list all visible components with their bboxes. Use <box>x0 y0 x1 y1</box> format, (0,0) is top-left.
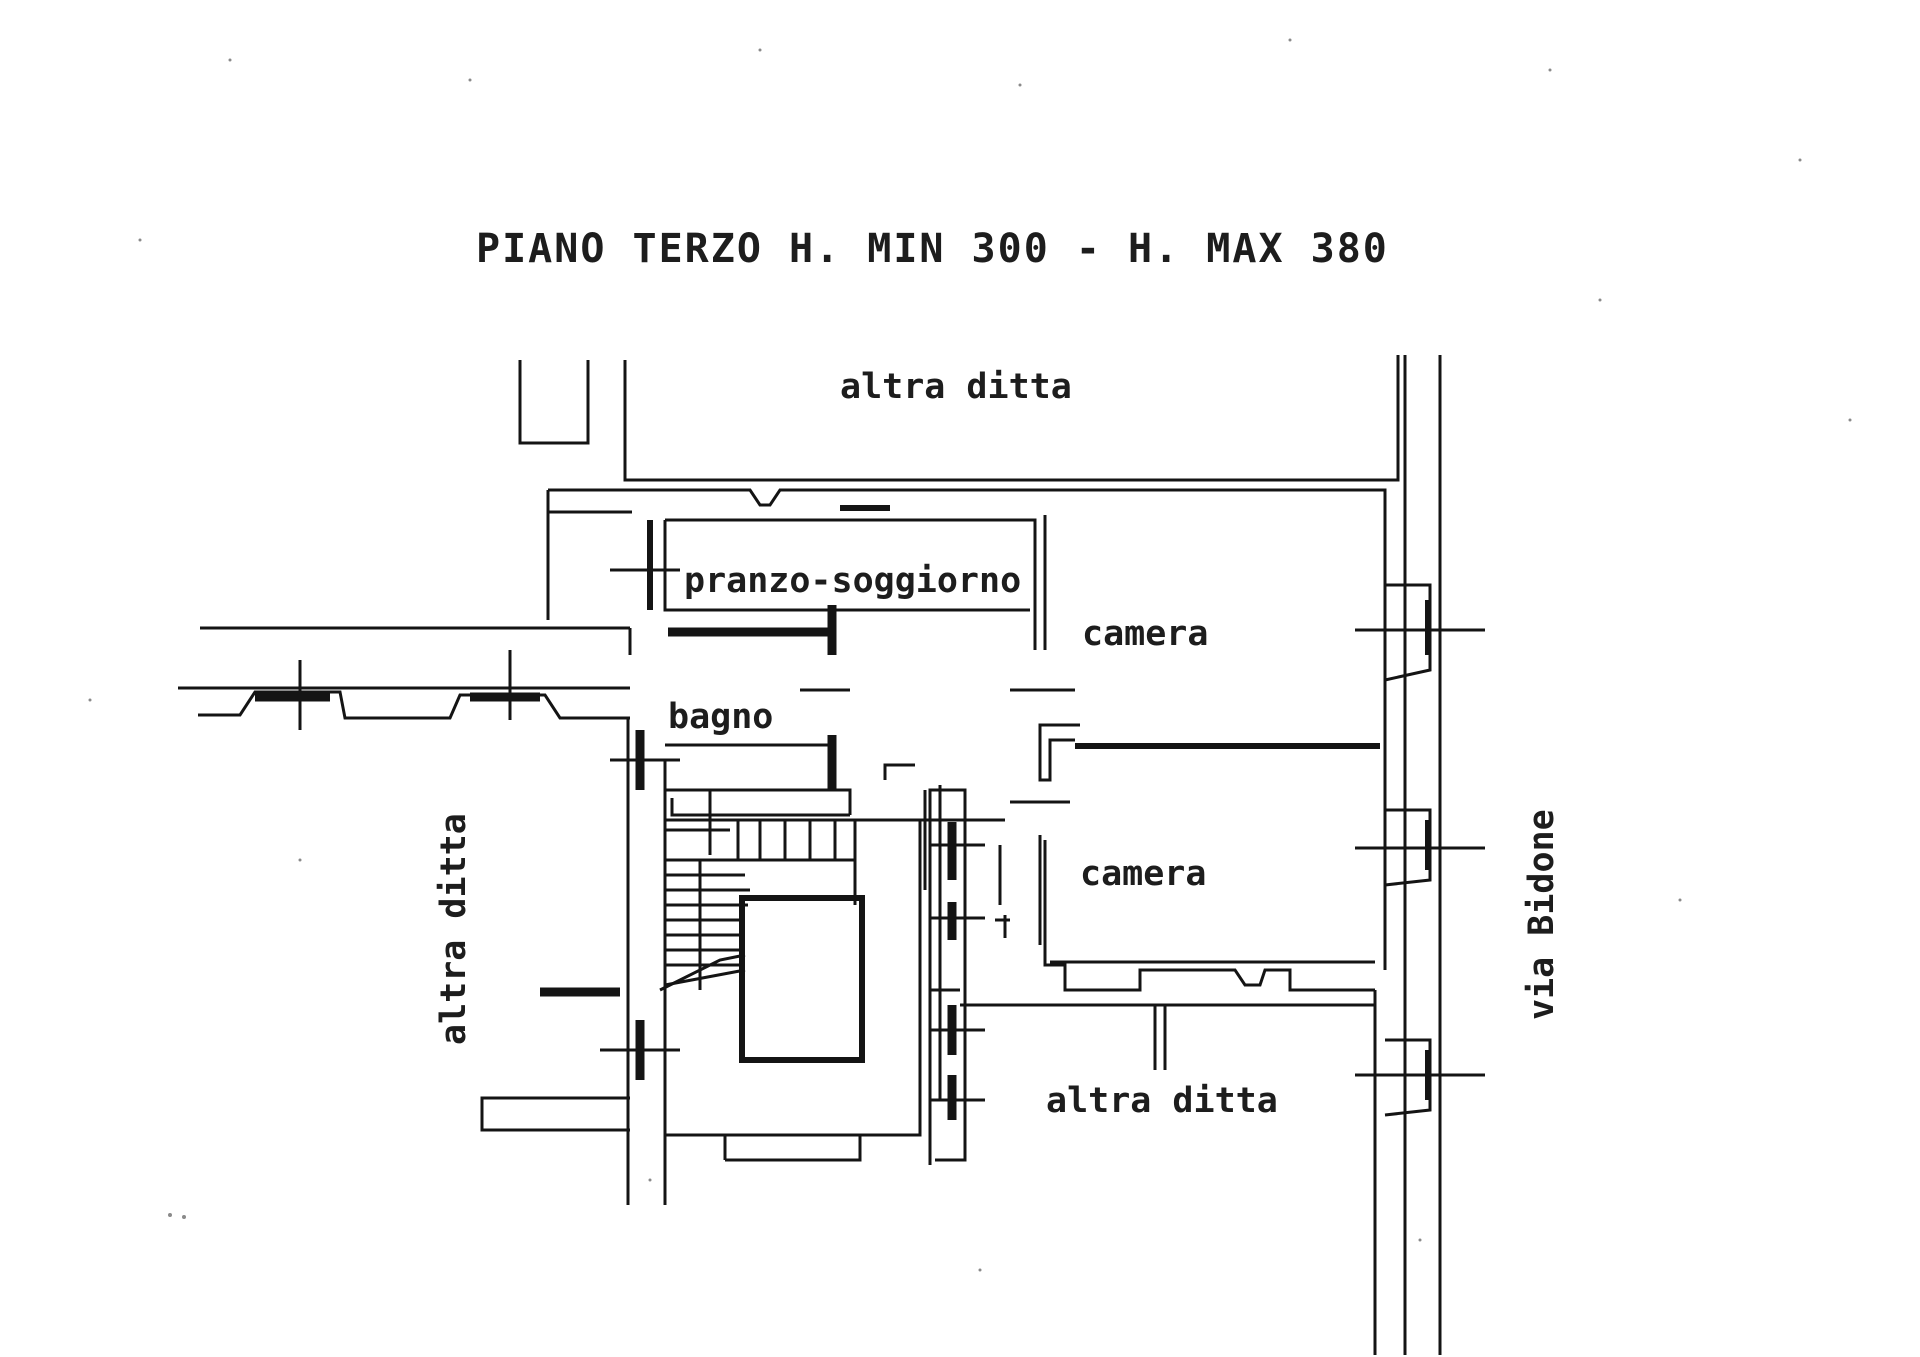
street-label: via Bidone <box>1522 809 1562 1020</box>
neighbour-label-north: altra ditta <box>840 367 1072 407</box>
neighbour-label-south: altra ditta <box>1046 1081 1278 1121</box>
plan-title: PIANO TERZO H. MIN 300 - H. MAX 380 <box>476 226 1389 272</box>
north-neighbour-walls <box>518 355 1400 620</box>
room-label-bagno: bagno <box>668 697 773 737</box>
neighbour-label-west: altra ditta <box>434 813 474 1045</box>
room-label-camera-1: camera <box>1082 614 1208 654</box>
street-walls <box>1355 355 1485 1355</box>
room-labels: pranzo-soggiorno camera camera bagno <box>668 561 1208 894</box>
room-label-camera-2: camera <box>1080 854 1206 894</box>
surrounding-labels: altra ditta altra ditta altra ditta via … <box>434 367 1562 1121</box>
west-walls <box>178 626 680 1205</box>
room-label-pranzo-soggiorno: pranzo-soggiorno <box>684 561 1021 601</box>
interior-walls <box>610 515 1380 1205</box>
scan-noise <box>88 38 1852 1272</box>
